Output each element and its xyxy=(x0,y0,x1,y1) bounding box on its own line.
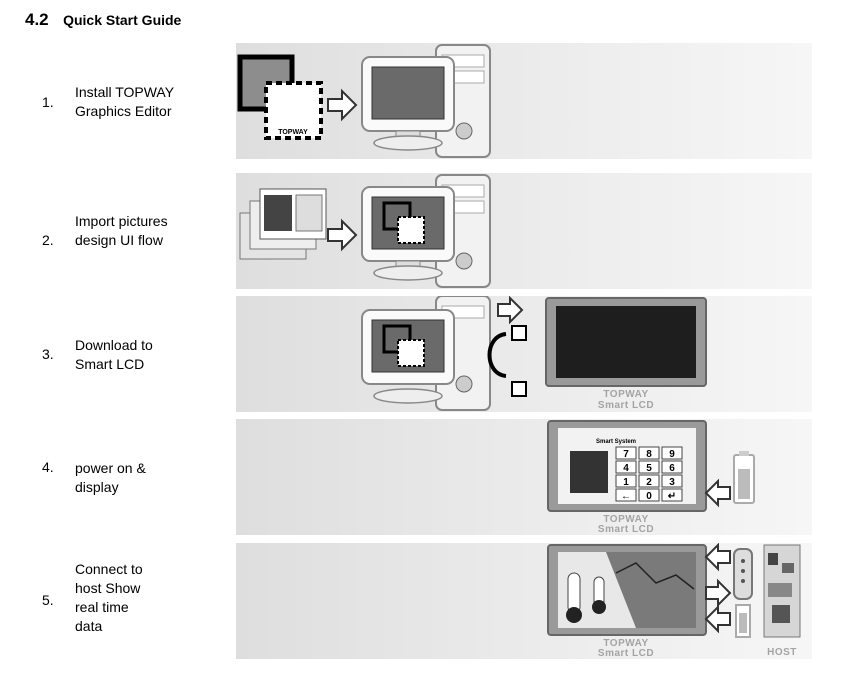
lcd-brand: TOPWAY xyxy=(603,389,648,400)
step-illustration: Smart System 7 8 9 4 5 6 1 2 3 ← 0 ↵ TOPWAY Smart L… xyxy=(236,419,812,535)
serial-port-icon xyxy=(733,548,753,600)
lcd-model: Smart LCD xyxy=(598,648,654,659)
keypad-key xyxy=(638,446,660,460)
lcd-brand: TOPWAY xyxy=(603,638,648,649)
keypad-key-label: 8 xyxy=(646,449,652,460)
keypad-key xyxy=(661,474,683,488)
step-text: Connect to host Show real time data xyxy=(75,561,143,634)
step-text: Install TOPWAY Graphics Editor xyxy=(75,84,175,119)
ui-screen-title: Smart System xyxy=(596,439,636,445)
step-text: Download to Smart LCD xyxy=(75,337,153,372)
step-illustration: TOPWAY xyxy=(236,43,812,159)
keypad: 7 8 9 4 5 6 1 2 3 ← 0 ↵ xyxy=(615,446,683,502)
keypad-key-label: 3 xyxy=(669,477,675,488)
keypad-key xyxy=(615,474,637,488)
step-illustration: TOPWAY Smart LCD xyxy=(236,296,812,412)
keypad-key-label: 5 xyxy=(646,463,652,474)
keypad-key-label: 9 xyxy=(669,449,675,460)
section-number: 4.2 xyxy=(25,10,49,29)
arrow-right-icon xyxy=(327,218,358,252)
step-text: Import pictures design UI flow xyxy=(75,213,168,248)
host-label: HOST xyxy=(767,647,797,658)
step-3: 3. Download to Smart LCD TOPWAY Smart LC… xyxy=(0,296,859,412)
usb-cable-icon xyxy=(487,332,507,378)
keypad-key xyxy=(661,460,683,474)
keypad-key-label: ↵ xyxy=(668,491,676,502)
step-illustration: TOPWAY Smart LCD HOST xyxy=(236,543,812,659)
keypad-key xyxy=(638,474,660,488)
step-index: 5. xyxy=(42,592,54,608)
keypad-key xyxy=(661,446,683,460)
arrow-left-icon xyxy=(704,543,731,572)
keypad-key xyxy=(638,488,660,502)
keypad-key-label: 1 xyxy=(623,477,629,488)
step-index: 1. xyxy=(42,94,54,110)
step-text: power on & display xyxy=(75,460,146,495)
lcd-brand: TOPWAY xyxy=(603,514,648,525)
keypad-key xyxy=(661,488,683,502)
step-4: 4. power on & display Smart System 7 8 9 4 5… xyxy=(0,419,859,535)
step-index: 3. xyxy=(42,346,54,362)
step-index: 2. xyxy=(42,232,54,248)
step-illustration xyxy=(236,173,812,289)
realtime-graph-icon xyxy=(615,562,695,590)
arrow-right-icon xyxy=(705,578,732,608)
lcd-model: Smart LCD xyxy=(598,400,654,411)
step-1: 1. Install TOPWAY Graphics Editor TOPWAY xyxy=(0,43,859,159)
keypad-key xyxy=(615,488,637,502)
keypad-key xyxy=(638,460,660,474)
arrow-left-icon xyxy=(704,604,731,634)
step-2: 2. Import pictures design UI flow xyxy=(0,173,859,289)
arrow-right-icon xyxy=(497,296,524,325)
box-logo: TOPWAY xyxy=(278,129,308,136)
keypad-key-label: ← xyxy=(621,491,631,502)
install-illustration: TOPWAY xyxy=(237,44,491,158)
software-box-front-icon xyxy=(264,81,323,140)
keypad-key-label: 4 xyxy=(623,463,629,474)
arrow-left-icon xyxy=(704,478,731,508)
lcd-model: Smart LCD xyxy=(598,524,654,535)
step-5: 5. Connect to host Show real time data T… xyxy=(0,543,859,659)
section-title: Quick Start Guide xyxy=(63,12,182,28)
arrow-right-icon xyxy=(327,88,358,122)
step-index: 4. xyxy=(42,459,54,475)
keypad-key-label: 6 xyxy=(669,463,675,474)
keypad-key-label: 0 xyxy=(646,491,652,502)
download-illustration: TOPWAY Smart LCD xyxy=(361,296,707,411)
keypad-key xyxy=(615,446,637,460)
design-illustration xyxy=(239,174,491,288)
connect-host-illustration: TOPWAY Smart LCD HOST xyxy=(547,543,801,659)
keypad-key xyxy=(615,460,637,474)
power-illustration: Smart System 7 8 9 4 5 6 1 2 3 ← 0 ↵ TOPWAY Smart L… xyxy=(547,420,755,535)
keypad-key-label: 7 xyxy=(623,449,629,460)
keypad-key-label: 2 xyxy=(646,477,652,488)
section-heading: 4.2 Quick Start Guide xyxy=(25,10,181,30)
